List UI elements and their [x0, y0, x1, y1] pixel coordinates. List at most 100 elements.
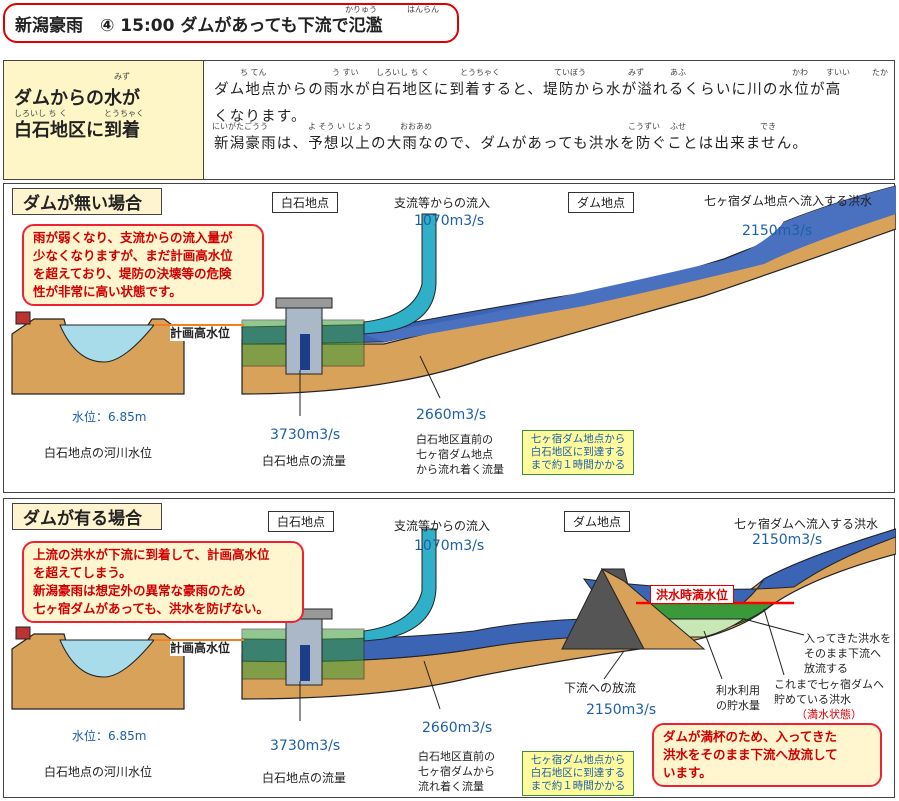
ruby-r1-5: みず: [628, 68, 644, 77]
no-dam-header: ダムが無い場合: [12, 188, 162, 215]
inflow-label: 支流等からの流入: [394, 519, 491, 533]
panel-with-dam: ダムが有る場合 白石地点 ダム地点 上流の洪水が下流に到着して、計画高水位 を超…: [3, 498, 896, 798]
no-dam-diagram: [11, 185, 896, 416]
ruby-r1-1: う すい: [332, 68, 359, 77]
with-dam-note: 上流の洪水が下流に到着して、計画高水位 を超えてしまう。 新潟豪雨は想定外の異常…: [22, 541, 304, 623]
page-title: 新潟豪雨 ④ 15:00 ダムがあっても下流で氾濫 かりゅう はんらん: [3, 3, 459, 43]
no-dam-note-line: 雨が弱くなり、支流からの流入量が: [33, 230, 233, 245]
house-icon: [15, 626, 31, 640]
tributary-stream: [363, 528, 437, 642]
flow-arrow-2: [423, 660, 441, 710]
dam-inflow-value: 2150m3/s: [742, 223, 813, 239]
planned-level-label: 計画高水位: [170, 326, 231, 341]
passthrough-line: そのまま下流へ: [804, 647, 881, 660]
with-dam-note-line: を超えてしまう。: [33, 565, 132, 580]
gauge-window: [300, 334, 310, 370]
ruby-mizu: みず: [114, 72, 130, 81]
downstream-label-line: 流れ着く流量: [418, 780, 484, 793]
cross-section-water: [59, 639, 156, 678]
downstream-label: 白石地区直前の 七ヶ宿ダムから 流れ着く流量: [418, 749, 495, 794]
river-level-label: 白石地点の河川水位: [44, 446, 153, 460]
intro-heading-line2: 白石地区に到着: [14, 120, 140, 141]
stored-line: 貯めている洪水: [774, 693, 851, 706]
flood-full-level-label: 洪水時満水位: [650, 585, 735, 604]
flow-label: 白石地点の流量: [262, 771, 347, 785]
ruby-r2-0: にいがたごうう: [212, 122, 268, 131]
ruby-r2-3: こうずい: [628, 122, 660, 131]
utility-label: 利水利用 の貯水量: [716, 683, 760, 713]
utility-line: の貯水量: [716, 699, 760, 712]
ruby-r1-6: あふ: [670, 68, 686, 77]
intro-heading: みず ダムからの水が しろいし ち く とうちゃく 白石地区に到着: [4, 61, 204, 179]
flow-value: 3730m3/s: [270, 427, 341, 443]
passthrough-line: 入ってきた洪水を: [804, 632, 892, 645]
tributary-stream: [363, 213, 437, 335]
intro-body: ち てん う すい しろいし ち く とうちゃく ていぼう みず あふ かわ す…: [204, 61, 894, 179]
river-level-label: 白石地点の河川水位: [44, 765, 153, 779]
arrival-note-line: 白石地区に到達する: [530, 446, 626, 458]
downstream-label-line: 白石地区直前の: [418, 750, 495, 763]
water-level: 水位：6.85m: [72, 410, 147, 424]
cross-section-water: [59, 324, 156, 363]
stored-arrow: [763, 608, 785, 676]
no-dam-note-line: 少なくなりますが、まだ計画高水位: [33, 248, 233, 263]
water-level: 水位：6.85m: [72, 729, 147, 743]
stored-state: （満水状態）: [796, 708, 862, 721]
intro-body-line2: くなります。: [214, 109, 307, 125]
intro-heading-line1: ダムからの水が: [14, 88, 140, 109]
ruby-touchaku: とうちゃく: [104, 109, 144, 118]
gauge-tower-top: [275, 297, 333, 309]
panel-no-dam: ダムが無い場合 白石地点 ダム地点 雨が弱くなり、支流からの流入量が 少なくなり…: [3, 183, 896, 493]
ruby-r1-4: ていぼう: [554, 68, 586, 77]
tag-shiroishi: 白石地点: [272, 192, 339, 213]
flow-arrow-2: [419, 355, 441, 399]
ruby-r1-0: ち てん: [240, 68, 267, 77]
title-ruby-karyuu: かりゅう: [345, 5, 377, 14]
stored-line: これまで七ヶ宿ダムへ: [774, 678, 884, 691]
downstream-label-line: 七ヶ宿ダム地点: [416, 448, 493, 461]
downstream-label-line: から流れ着く流量: [416, 463, 504, 476]
no-dam-note: 雨が弱くなり、支流からの流入量が 少なくなりますが、まだ計画高水位 を超えており…: [22, 224, 264, 306]
dam-slope: [600, 567, 706, 650]
utility-line: 利水利用: [716, 684, 760, 697]
planned-level-label: 計画高水位: [170, 641, 231, 656]
passthrough-line: 放流する: [804, 662, 848, 675]
river-water-upper: [364, 186, 896, 342]
with-dam-note-line: 新潟豪雨は想定外の異常な豪雨のため: [33, 583, 246, 598]
ruby-r1-3: とうちゃく: [460, 68, 500, 77]
release-label: 下流への放流: [564, 681, 637, 695]
no-dam-note-line: 性が非常に高い状態です。: [33, 284, 182, 299]
dam-inflow-label: 七ヶ宿ダム地点へ流入する洪水: [704, 194, 873, 208]
flow-value: 3730m3/s: [270, 738, 341, 754]
utility-arrow: [703, 630, 723, 680]
release-arrow: [603, 650, 625, 680]
ruby-r2-5: でき: [760, 122, 776, 131]
tag-dam: ダム地点: [564, 511, 631, 532]
downstream-label-line: 七ヶ宿ダムから: [418, 765, 495, 778]
release-value: 2150m3/s: [586, 702, 657, 718]
full-dam-note-line: 洪水をそのまま下流へ放流して: [663, 747, 838, 762]
ruby-r2-1: よ そう い じょう: [308, 122, 372, 131]
full-dam-note-line: ダムが満杯のため、入ってきた: [663, 729, 838, 744]
inflow-value: 1070m3/s: [414, 213, 485, 229]
downstream-label-line: 白石地区直前の: [416, 433, 493, 446]
downstream-value: 2660m3/s: [422, 720, 493, 736]
passthrough-arrow: [743, 618, 805, 636]
tag-dam: ダム地点: [568, 192, 635, 213]
ruby-r1-9: たか: [872, 68, 888, 77]
ruby-shiroishi: しろいし ち く: [14, 109, 68, 118]
arrival-note-line: 七ヶ宿ダム地点から: [530, 754, 626, 766]
arrival-note-line: まで約１時間かかる: [530, 780, 626, 792]
arrival-note: 七ヶ宿ダム地点から 白石地区に到達する まで約１時間かかる: [522, 751, 634, 796]
arrival-note-line: 七ヶ宿ダム地点から: [530, 433, 626, 445]
arrival-note-line: まで約１時間かかる: [530, 459, 626, 471]
with-dam-note-line: 七ヶ宿ダムがあっても、洪水を防げない。: [33, 601, 269, 616]
intro-box: みず ダムからの水が しろいし ち く とうちゃく 白石地区に到着 ち てん う…: [3, 60, 895, 180]
downstream-value: 2660m3/s: [416, 407, 487, 423]
dam-inflow-value: 2150m3/s: [752, 532, 823, 548]
ruby-r2-2: おおあめ: [400, 122, 432, 131]
ruby-r1-8: すいい: [826, 68, 850, 77]
arrival-note-line: 白石地区に到達する: [530, 767, 626, 779]
with-dam-header: ダムが有る場合: [12, 503, 162, 530]
intro-body-line1: ダム地点からの雨水が白石地区に到着すると、堤防から水が溢れるくらいに川の水位が高: [214, 82, 842, 98]
